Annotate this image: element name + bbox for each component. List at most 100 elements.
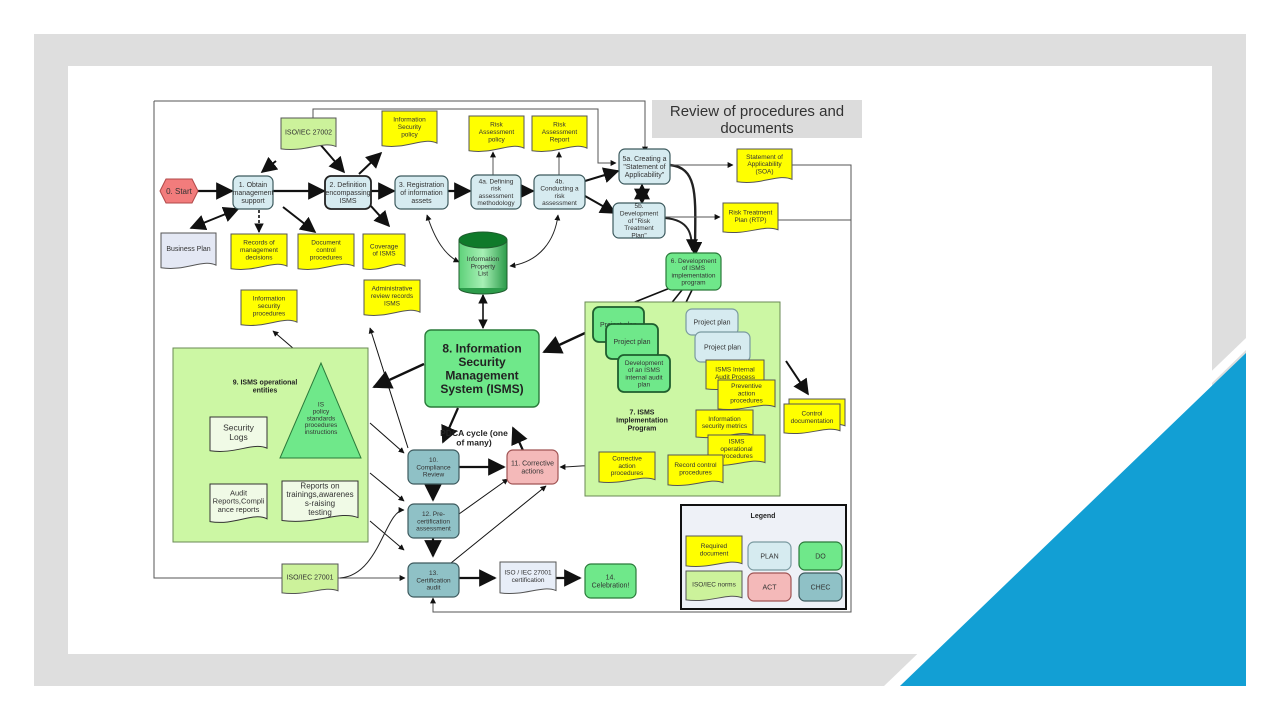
step-8-information-security-management-system-shape	[424, 329, 540, 408]
slide-title-box: Review of procedures and documents	[652, 100, 862, 138]
step-5a-statement-of-applicability[interactable]: 5a. Creating a"Statement ofApplicability…	[618, 148, 671, 185]
doc-iso-27001-certification-text: certification	[512, 577, 545, 584]
project-plan-4[interactable]: Project plan	[694, 331, 751, 363]
legend-check[interactable]: CHEC	[798, 572, 843, 602]
step-13-certification-audit-text: audit	[426, 585, 440, 592]
step-4b-conducting-risk-assessment-text: risk	[554, 193, 565, 200]
step-5b-risk-treatment-plan-text: 5b.	[634, 203, 643, 210]
doc-business-plan[interactable]: Business Plan	[160, 232, 217, 269]
start-node-shape	[159, 178, 199, 204]
step-10-compliance-review-text: 10.	[429, 457, 438, 464]
internal-audit-plan-text: plan	[638, 382, 651, 389]
legend-iso-iec-norms[interactable]: ISO/IEC norms	[685, 570, 743, 602]
step-4a-defining-risk-assessment-methodology-text: 4a. Defining	[479, 178, 514, 185]
information-property-list-text: Property	[471, 263, 496, 270]
step-4a-defining-risk-assessment-methodology-shape	[470, 174, 522, 210]
arrow-2-to-policy	[358, 151, 383, 175]
step-8-information-security-management-system-text: Security	[458, 355, 506, 369]
step-8-information-security-management-system-text: 8. Information	[442, 342, 521, 356]
legend-required-document-shape	[685, 535, 743, 568]
legend-do[interactable]: DO	[798, 541, 843, 571]
doc-records-of-management-decisions-text: Records of	[243, 240, 275, 247]
legend-act-text: ACT	[763, 584, 778, 591]
doc-information-security-policy-shape	[381, 110, 438, 147]
doc-iso-iec-27002[interactable]: ISO/IEC 27002	[280, 117, 337, 151]
doc-records-of-management-decisions-text: management	[240, 247, 278, 254]
arrow-operational-to-13	[369, 520, 405, 551]
doc-record-control-procedures-text: procedures	[679, 469, 712, 476]
doc-information-security-policy-text: Security	[398, 124, 422, 131]
doc-training-reports-text: Reports on	[300, 481, 339, 490]
slide-title-line-2: documents	[720, 120, 793, 137]
doc-risk-assessment-policy-shape	[468, 115, 525, 152]
step-3-registration-of-information-assets-text: 3. Registration	[399, 182, 444, 189]
doc-information-security-metrics-text: security metrics	[702, 423, 748, 430]
doc-record-control-procedures-shape	[667, 454, 724, 487]
internal-audit-plan-text: internal audit	[625, 374, 662, 381]
legend-act[interactable]: ACT	[747, 572, 792, 602]
step-5a-statement-of-applicability-text: Applicability"	[625, 172, 665, 179]
arrow-5a-to-6	[669, 163, 703, 257]
arrow-12-to-11	[458, 478, 509, 515]
legend-required-document-text: document	[700, 550, 729, 557]
doc-audit-reports-text: Reports,Compli	[213, 497, 265, 506]
doc-isms-operational-procedures-text: ISMS	[729, 439, 746, 446]
doc-statement-of-applicability-shape	[736, 148, 793, 183]
doc-training-reports[interactable]: Reports ontrainings,awareness-raisingtes…	[281, 480, 359, 522]
is-policy-pyramid-text: standards	[307, 415, 336, 422]
doc-corrective-action-procedures-text: procedures	[611, 470, 644, 477]
legend-plan[interactable]: PLAN	[747, 541, 792, 571]
start-node[interactable]: 0. Start	[159, 178, 199, 204]
project-plan-3[interactable]: Project plan	[685, 308, 739, 336]
step-5b-risk-treatment-plan-text: Treatment	[624, 225, 654, 232]
step-10-compliance-review-shape	[407, 449, 460, 485]
project-plan-2[interactable]: Project plan	[605, 323, 659, 360]
doc-iso-27001-certification-text: ISO / IEC 27001	[504, 570, 552, 577]
step-14-celebration[interactable]: 14.Celebration!	[584, 563, 637, 599]
information-property-list-text: Information	[467, 256, 500, 263]
legend-title: Legend	[751, 513, 776, 520]
doc-iso-iec-27001[interactable]: ISO/IEC 27001	[281, 563, 339, 595]
doc-control-documentation-text: Control	[802, 411, 824, 418]
doc-coverage-of-isms-text: Coverage	[370, 243, 399, 250]
step-14-celebration-shape	[584, 563, 637, 599]
pdca-cycle-label-text: PDCA cycle (one	[440, 428, 508, 438]
doc-preventive-action-procedures-shape	[717, 379, 776, 411]
arrow-4b-info-list	[509, 214, 561, 269]
step-9-isms-operational-entities-label-text: 9. ISMS operational	[233, 380, 298, 387]
